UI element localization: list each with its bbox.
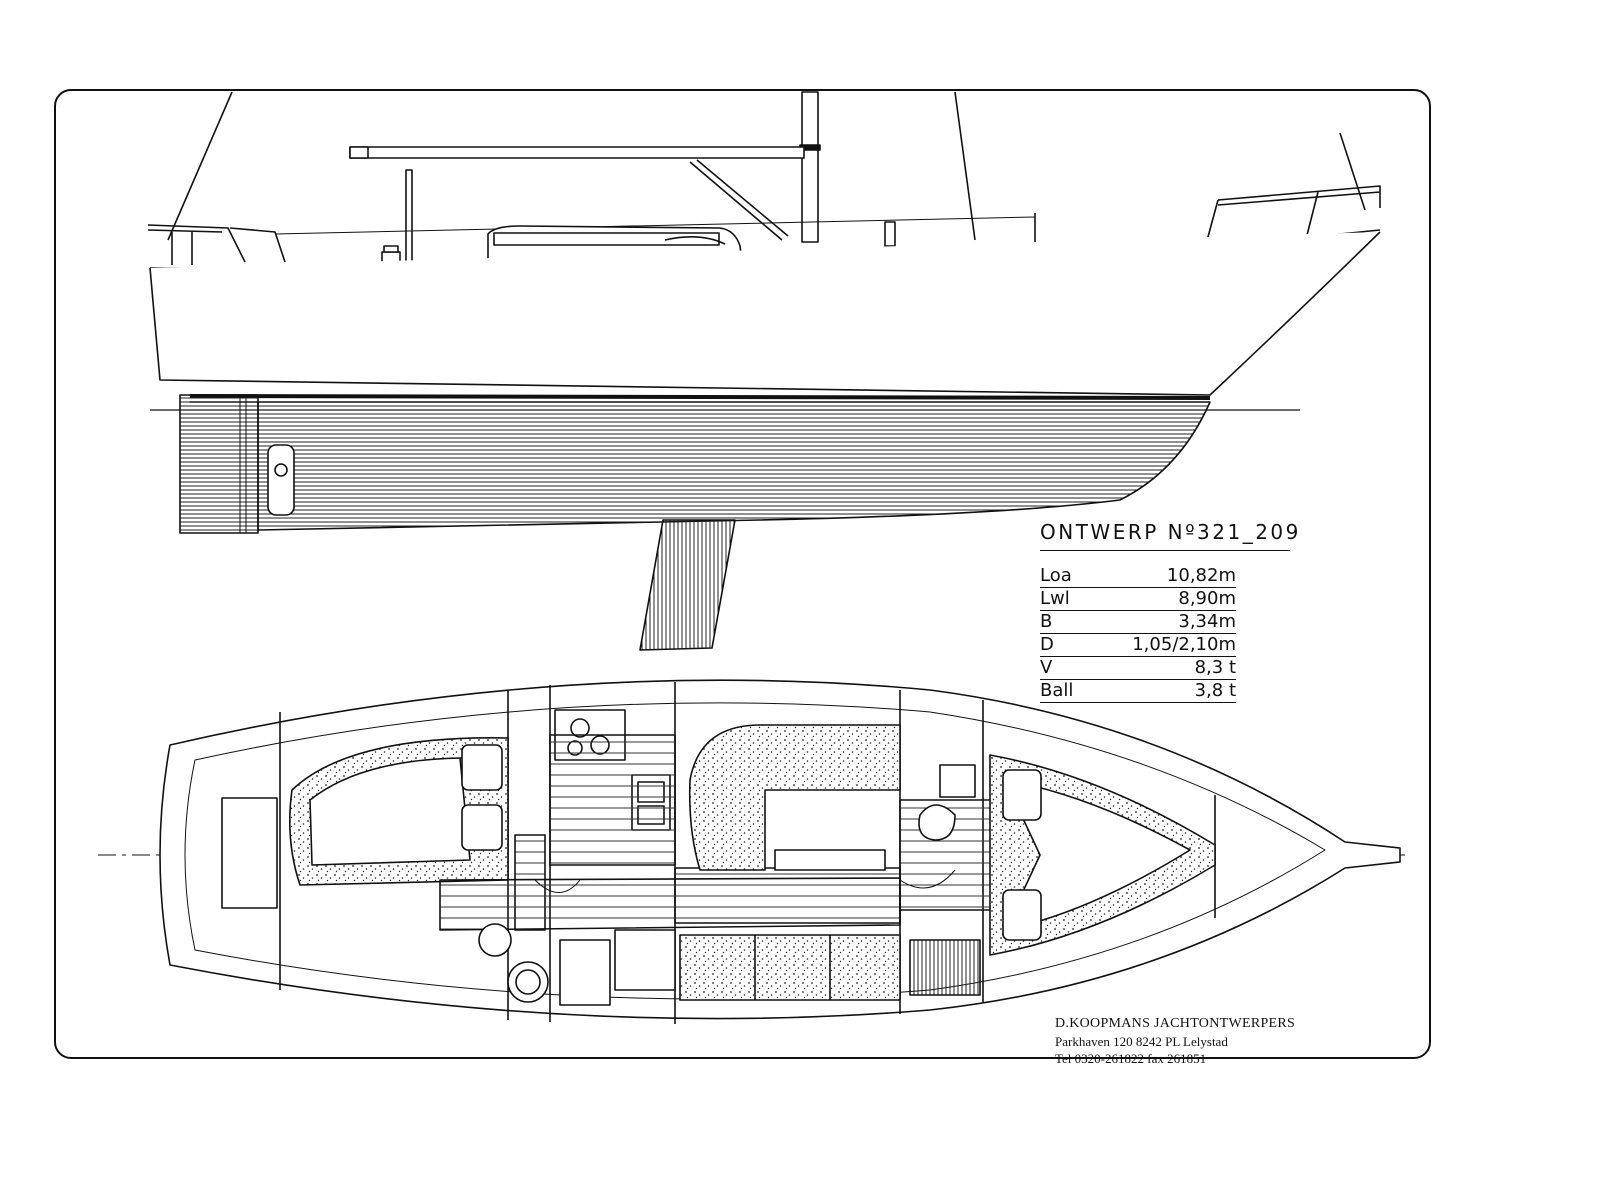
aft-head-toilet bbox=[478, 923, 512, 957]
office-phone: Tel 0320-261822 fax 261851 bbox=[1055, 1051, 1207, 1066]
spec-row-draft: D 1,05/2,10m bbox=[1040, 634, 1236, 657]
boom-vang bbox=[689, 161, 783, 241]
sheet-frame bbox=[54, 89, 1431, 1059]
spec-label: Lwl bbox=[1040, 588, 1070, 609]
hull-topsides bbox=[149, 231, 1381, 396]
spec-label: V bbox=[1040, 657, 1053, 678]
backstay bbox=[167, 91, 233, 241]
spec-value: 1,05/2,10m bbox=[1132, 634, 1236, 655]
spec-label: Loa bbox=[1040, 565, 1072, 586]
saloon-table bbox=[774, 849, 886, 871]
keel bbox=[639, 519, 736, 651]
spec-value: 3,34m bbox=[1178, 611, 1236, 632]
spec-value: 8,90m bbox=[1178, 588, 1236, 609]
spec-row-beam: B 3,34m bbox=[1040, 611, 1236, 634]
spec-label: D bbox=[1040, 634, 1054, 655]
rudder bbox=[179, 394, 259, 534]
office-address: Parkhaven 120 8242 PL Lelystad bbox=[1055, 1034, 1228, 1049]
forestay bbox=[954, 91, 976, 241]
spec-value: 8,3 t bbox=[1194, 657, 1236, 678]
saloon-settee-stbd bbox=[679, 934, 901, 1001]
mast bbox=[801, 91, 819, 243]
spec-value: 10,82m bbox=[1166, 565, 1236, 586]
spec-value: 3,8 t bbox=[1194, 680, 1236, 701]
spec-row-displacement: V 8,3 t bbox=[1040, 657, 1236, 680]
saloon-settee-port bbox=[688, 724, 901, 871]
side-profile bbox=[147, 91, 1381, 651]
boom bbox=[349, 146, 805, 159]
design-number-title: ONTWERP Nº321_209 bbox=[1040, 520, 1298, 551]
office-name: D.KOOPMANS JACHTONTWERPERS bbox=[1055, 1016, 1296, 1031]
plan-view bbox=[98, 679, 1405, 1024]
boot-stripe bbox=[189, 394, 1211, 400]
boom-end bbox=[349, 146, 369, 159]
designer-office: D.KOOPMANS JACHTONTWERPERS Parkhaven 120… bbox=[1055, 1015, 1385, 1067]
spec-row-ballast: Ball 3,8 t bbox=[1040, 680, 1236, 703]
spec-label: B bbox=[1040, 611, 1053, 632]
spec-label: Ball bbox=[1040, 680, 1074, 701]
spec-row-lwl: Lwl 8,90m bbox=[1040, 588, 1236, 611]
hull-underbody bbox=[189, 401, 1211, 531]
spec-row-loa: Loa 10,82m bbox=[1040, 565, 1236, 588]
bow-stay bbox=[1339, 132, 1366, 211]
spec-block: ONTWERP Nº321_209 Loa 10,82m Lwl 8,90m B… bbox=[1040, 520, 1298, 703]
